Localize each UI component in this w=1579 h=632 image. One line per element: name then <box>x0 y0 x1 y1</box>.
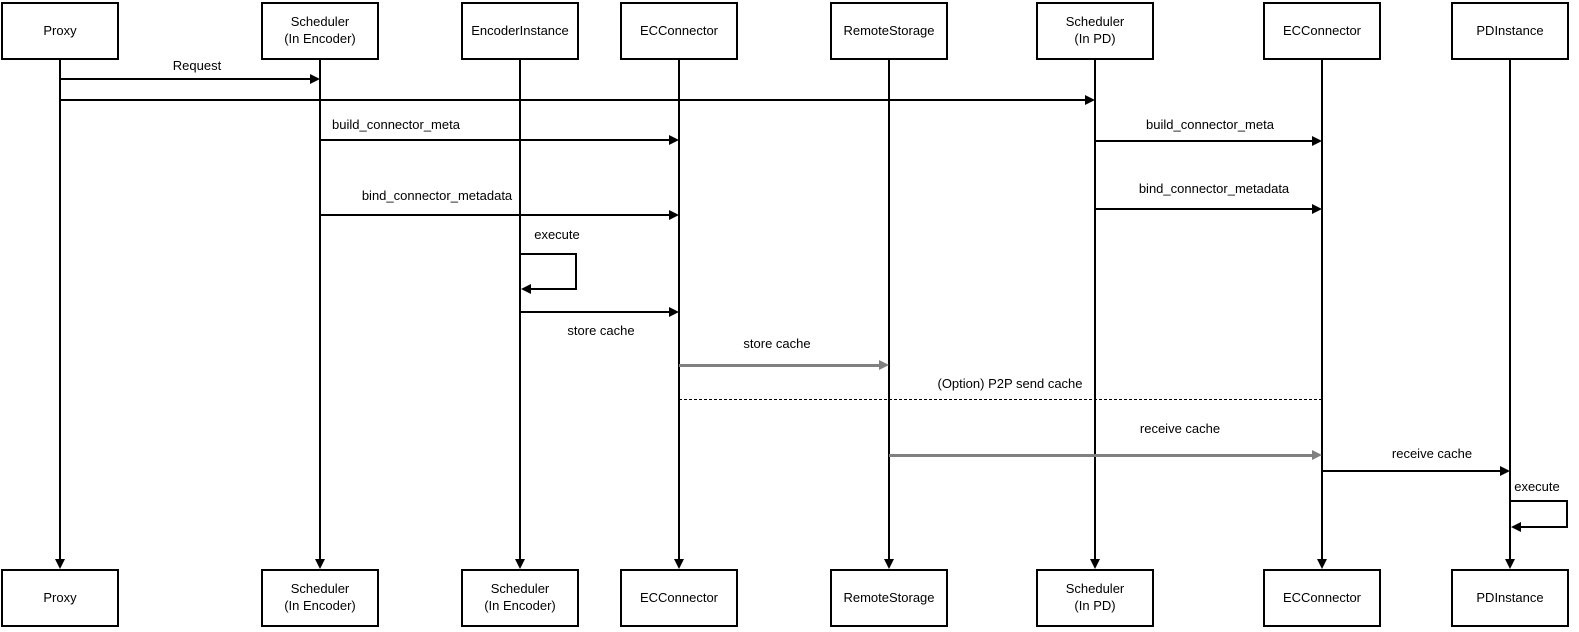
forward-request-line <box>60 99 1087 101</box>
scheduler-pd-bottom-box: Scheduler (In PD) <box>1036 569 1154 627</box>
scheduler-encoder-top-box: Scheduler (In Encoder) <box>261 2 379 60</box>
proxy-lifeline-arrowhead <box>54 559 65 569</box>
scheduler-encoder-bottom-box: Scheduler (In Encoder) <box>261 569 379 627</box>
connector-receive-cache-label: receive cache <box>1388 446 1476 461</box>
encoder-store-cache-line <box>520 311 671 313</box>
remote-storage-top-box: RemoteStorage <box>830 2 948 60</box>
scheduler-encoder-lifeline-arrowhead <box>314 559 325 569</box>
pd-execute-arrowhead <box>1511 522 1521 533</box>
bind-connector-metadata-encoder-arrowhead <box>669 210 679 220</box>
ec-connector-encoder-bottom-box: ECConnector <box>620 569 738 627</box>
pd-instance-bottom-box: PDInstance <box>1451 569 1569 627</box>
encoder-instance-top-box: EncoderInstance <box>461 2 579 60</box>
bind-connector-metadata-encoder-line <box>320 214 671 216</box>
scheduler-pd-top-box: Scheduler (In PD) <box>1036 2 1154 60</box>
ec-connector-pd-top-box: ECConnector <box>1263 2 1381 60</box>
encoder-execute-top <box>520 253 577 255</box>
remote-storage-bottom-box: RemoteStorage <box>830 569 948 627</box>
pd-execute-right <box>1566 500 1568 528</box>
bind-connector-metadata-pd-arrowhead <box>1312 204 1322 214</box>
encoder-store-cache-label: store cache <box>564 323 638 338</box>
connector-store-cache-line <box>679 363 881 367</box>
encoder-execute-bottom <box>529 288 577 290</box>
storage-receive-cache-arrowhead <box>1312 450 1322 460</box>
encoder-execute-label: execute <box>531 227 583 242</box>
connector-receive-cache-arrowhead <box>1500 466 1510 476</box>
proxy-top-box: Proxy <box>1 2 119 60</box>
pd-execute-label: execute <box>1511 479 1563 494</box>
ec-connector-encoder-lifeline-arrowhead <box>673 559 684 569</box>
scheduler-pd-lifeline-arrowhead <box>1089 559 1100 569</box>
scheduler-encoder-lifeline <box>319 58 321 561</box>
build-connector-meta-encoder-line <box>320 139 671 141</box>
connector-receive-cache-line <box>1322 470 1502 472</box>
encoder-instance-lifeline <box>519 58 521 561</box>
ec-connector-pd-bottom-box: ECConnector <box>1263 569 1381 627</box>
bind-connector-metadata-pd-label: bind_connector_metadata <box>1135 181 1293 196</box>
ec-connector-encoder-top-box: ECConnector <box>620 2 738 60</box>
encoder-instance-lifeline-arrowhead <box>514 559 525 569</box>
request-label: Request <box>169 58 225 73</box>
proxy-lifeline <box>59 58 61 561</box>
forward-request-arrowhead <box>1085 95 1095 105</box>
remote-storage-lifeline-arrowhead <box>883 559 894 569</box>
ec-connector-pd-lifeline <box>1321 58 1323 561</box>
proxy-bottom-box: Proxy <box>1 569 119 627</box>
storage-receive-cache-label: receive cache <box>1136 421 1224 436</box>
connector-store-cache-label: store cache <box>740 336 814 351</box>
p2p-send-cache-line <box>679 399 1322 401</box>
build-connector-meta-encoder-label: build_connector_meta <box>329 117 463 132</box>
encoder-execute-right <box>575 253 577 290</box>
build-connector-meta-pd-line <box>1095 140 1314 142</box>
remote-storage-lifeline <box>888 58 890 561</box>
build-connector-meta-encoder-arrowhead <box>669 135 679 145</box>
bind-connector-metadata-pd-line <box>1095 208 1314 210</box>
build-connector-meta-pd-arrowhead <box>1312 136 1322 146</box>
bind-connector-metadata-encoder-label: bind_connector_metadata <box>358 188 516 203</box>
pd-instance-lifeline <box>1509 58 1511 561</box>
scheduler-pd-lifeline <box>1094 58 1096 561</box>
request-arrowhead <box>310 74 320 84</box>
encoder-store-cache-arrowhead <box>669 307 679 317</box>
ec-connector-pd-lifeline-arrowhead <box>1316 559 1327 569</box>
pd-execute-top <box>1510 500 1568 502</box>
encoder-execute-arrowhead <box>521 284 531 295</box>
storage-receive-cache-line <box>889 453 1314 457</box>
pd-instance-top-box: PDInstance <box>1451 2 1569 60</box>
pd-instance-lifeline-arrowhead <box>1504 559 1515 569</box>
encoder-instance-bottom-box: Scheduler (In Encoder) <box>461 569 579 627</box>
build-connector-meta-pd-label: build_connector_meta <box>1143 117 1277 132</box>
pd-execute-bottom <box>1519 526 1568 528</box>
connector-store-cache-arrowhead <box>879 360 889 370</box>
p2p-send-cache-label: (Option) P2P send cache <box>934 376 1086 391</box>
request-line <box>60 78 312 80</box>
